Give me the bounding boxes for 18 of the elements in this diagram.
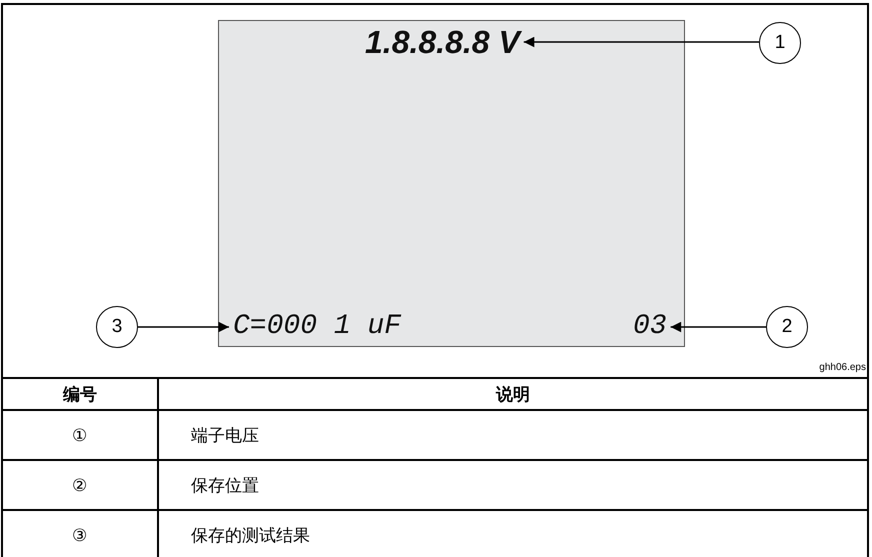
display-reading: C=000 1 uF	[233, 313, 402, 341]
table-cell: 端子电压	[158, 410, 868, 460]
table-cell: ①	[2, 410, 158, 460]
callout-number: 2	[766, 306, 808, 348]
table-cell: 保存位置	[158, 460, 868, 510]
leader-line	[670, 322, 766, 332]
table-cell: ③	[2, 510, 158, 557]
leader-line	[138, 322, 229, 332]
lcd-screen	[218, 20, 685, 347]
column-header: 说明	[158, 378, 868, 410]
leader-line	[524, 36, 759, 48]
table-cell: ②	[2, 460, 158, 510]
callout-number: 3	[96, 306, 138, 348]
callout-number: 1	[759, 22, 801, 64]
column-header: 编号	[2, 378, 158, 410]
file-name: ghh06.eps	[819, 362, 866, 373]
display-reading: 1.8.8.8.8 V	[365, 26, 520, 58]
display-reading: 03	[633, 313, 667, 341]
